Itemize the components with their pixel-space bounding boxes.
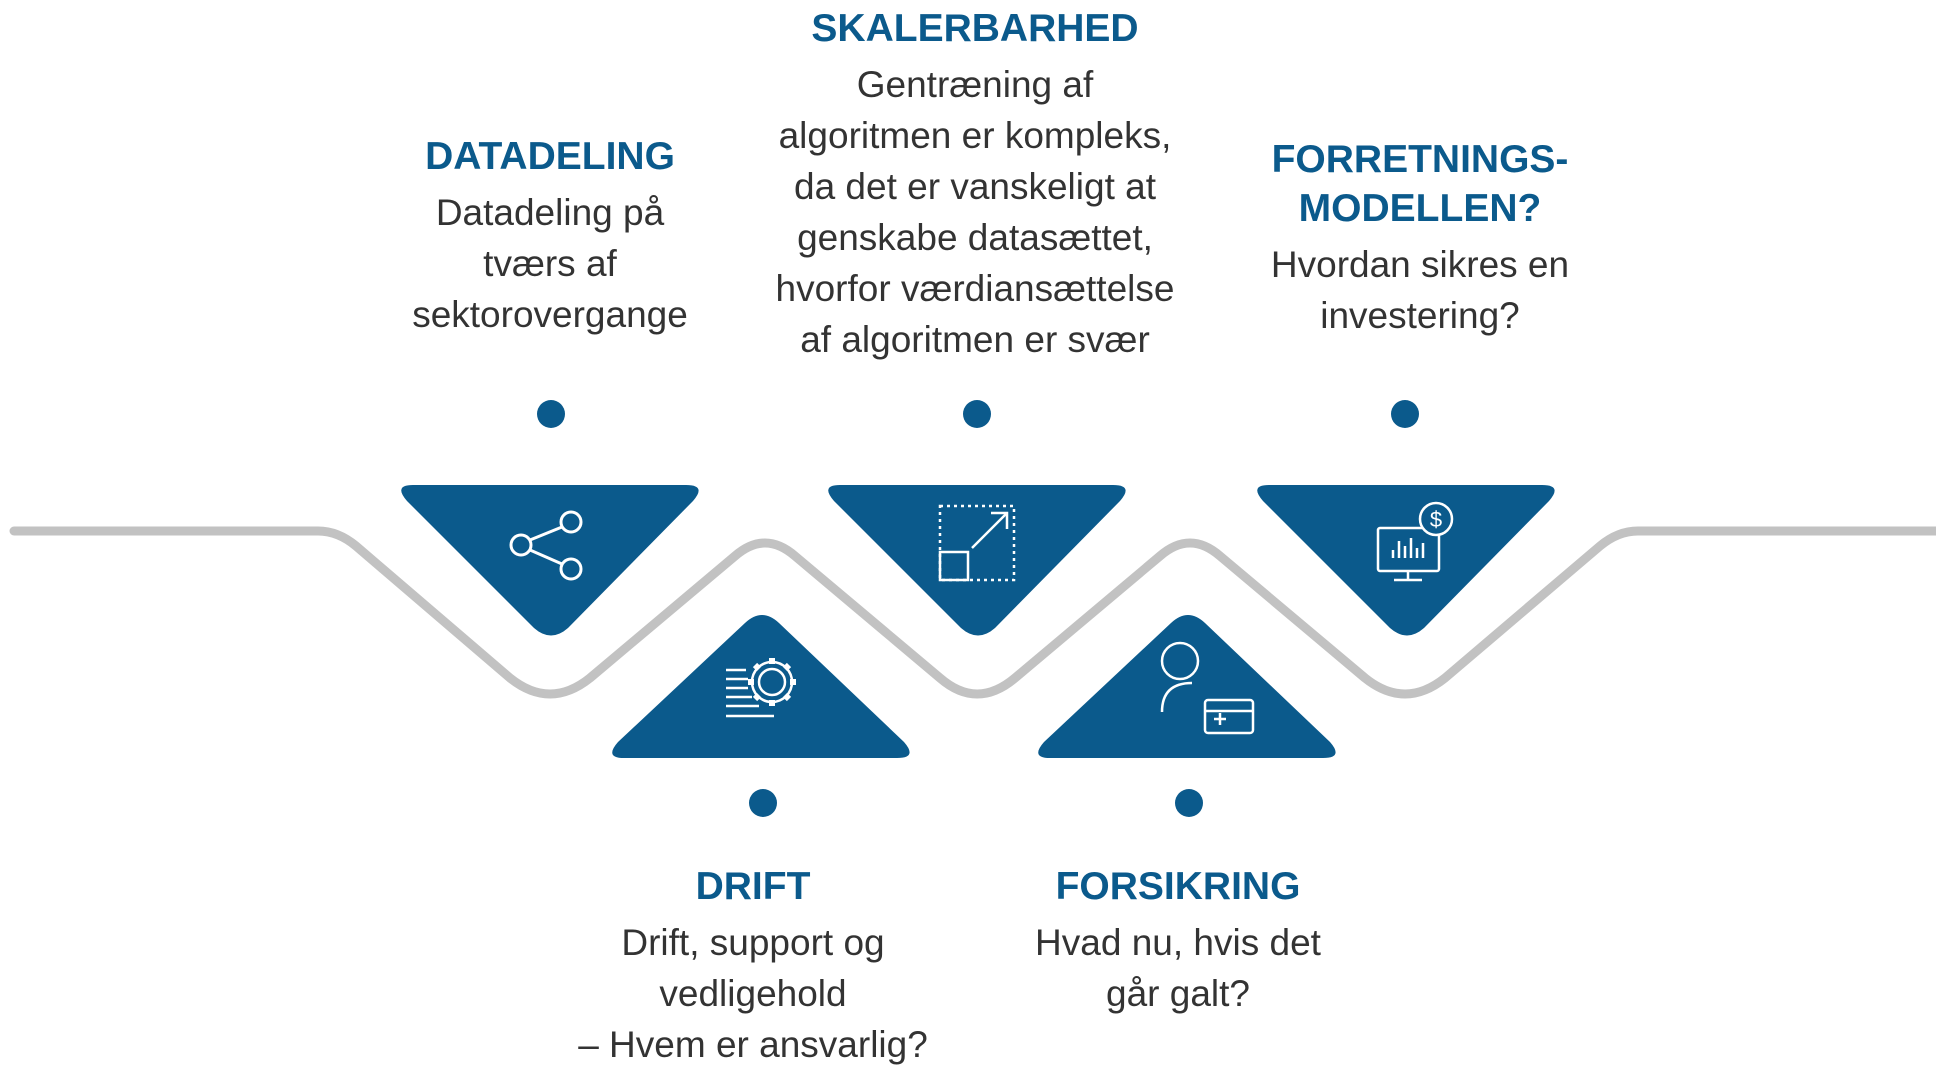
stage-datadeling: DATADELING Datadeling på tværs af sektor…: [360, 132, 740, 340]
stage-title-line: MODELLEN?: [1298, 187, 1542, 230]
stage-dot-forsikring: [1175, 789, 1203, 817]
stage-description-line: – Hvem er ansvarlig?: [578, 1024, 928, 1065]
stage-title: SKALERBARHED: [811, 7, 1139, 50]
user-card-icon: [1160, 641, 1255, 735]
gear-icon: [726, 658, 796, 718]
stage-drift: DRIFT Drift, support og vedligehold – Hv…: [553, 862, 953, 1070]
connector-line: [9, 526, 1936, 699]
stage-description-line: af algoritmen er svær: [800, 319, 1150, 360]
triangle-skalerbarhed: [828, 485, 1126, 636]
stage-description-line: tværs af: [483, 243, 617, 284]
stage-title: FORSIKRING: [1055, 865, 1301, 908]
stage-description-line: Hvordan sikres en: [1270, 244, 1570, 285]
stage-description-line: da det er vanskeligt at: [794, 166, 1156, 207]
scale-up-icon: [938, 504, 1016, 582]
stage-description-line: Drift, support og: [621, 922, 885, 963]
stage-forsikring: FORSIKRING Hvad nu, hvis det går galt?: [978, 862, 1378, 1019]
stage-description-line: Gentræning af: [856, 64, 1094, 105]
stage-description-line: vedligehold: [659, 973, 847, 1014]
stage-description-line: Datadeling på: [435, 192, 665, 233]
svg-text:$: $: [1430, 507, 1442, 532]
stage-description-line: går galt?: [1106, 973, 1250, 1014]
stage-title-line: FORRETNINGS-: [1271, 138, 1569, 181]
stage-description: Hvad nu, hvis det går galt?: [978, 917, 1378, 1019]
triangle-forsikring: [1038, 615, 1336, 758]
stage-title: FORRETNINGS- MODELLEN?: [1220, 135, 1620, 233]
stage-description: Datadeling på tværs af sektorovergange: [360, 187, 740, 340]
stage-dot-drift: [749, 789, 777, 817]
share-icon: [509, 510, 583, 581]
stage-description-line: algoritmen er kompleks,: [778, 115, 1172, 156]
stage-description: Gentræning af algoritmen er kompleks, da…: [735, 59, 1215, 365]
stage-description-line: Hvad nu, hvis det: [1035, 922, 1321, 963]
stage-description-line: genskabe datasættet,: [797, 217, 1153, 258]
stage-dot-datadeling: [537, 400, 565, 428]
stage-description: Hvordan sikres en investering?: [1220, 239, 1620, 341]
stage-description-line: sektorovergange: [412, 294, 688, 335]
stage-title: DRIFT: [695, 865, 811, 908]
stage-title: DATADELING: [425, 135, 675, 178]
stage-description: Drift, support og vedligehold – Hvem er …: [553, 917, 953, 1070]
stage-description-line: hvorfor værdiansættelse: [775, 268, 1175, 309]
triangle-forretningsmodellen: [1257, 485, 1555, 636]
stage-forretningsmodellen: FORRETNINGS- MODELLEN? Hvordan sikres en…: [1220, 135, 1620, 341]
stage-skalerbarhed: SKALERBARHED Gentræning af algoritmen er…: [735, 4, 1215, 365]
stage-dot-skalerbarhed: [963, 400, 991, 428]
monitor-dollar-icon: $: [1376, 501, 1454, 582]
stage-description-line: investering?: [1320, 295, 1520, 336]
stage-dot-forretningsmodellen: [1391, 400, 1419, 428]
